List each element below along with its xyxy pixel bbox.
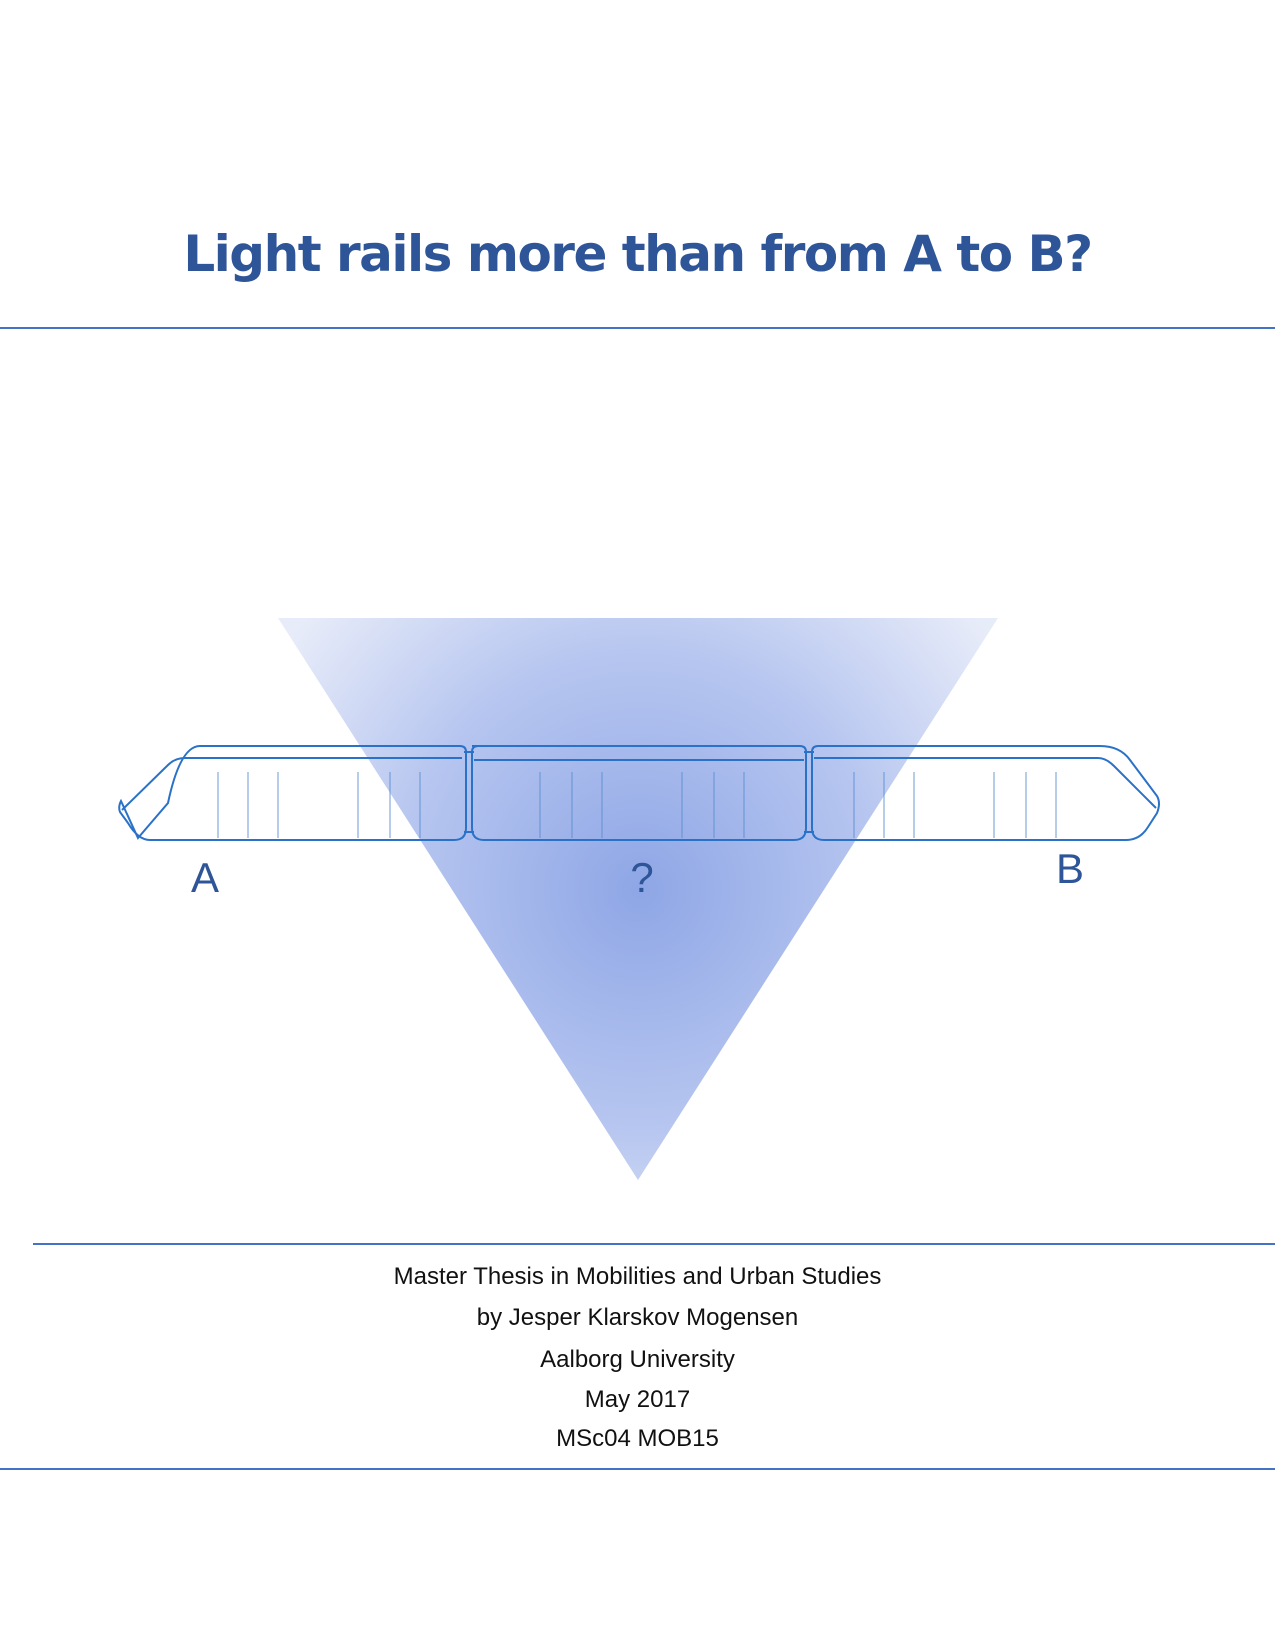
train-windows xyxy=(217,772,1057,838)
train-outline xyxy=(118,745,1160,841)
thesis-author: by Jesper Klarskov Mogensen xyxy=(476,1304,799,1331)
thesis-code: MSc04 MOB15 xyxy=(556,1425,719,1452)
bottom-divider xyxy=(0,1468,1275,1470)
top-divider xyxy=(0,327,1275,329)
light-rail-illustration: A ? B xyxy=(118,618,1160,1180)
label-b: B xyxy=(1056,845,1084,892)
thesis-university: Aalborg University xyxy=(540,1346,735,1373)
label-a: A xyxy=(191,854,219,901)
train-coupler-left xyxy=(464,751,474,833)
middle-divider xyxy=(33,1243,1275,1245)
train-right-car-inner-roof xyxy=(814,757,1157,809)
train-left-car xyxy=(118,745,467,841)
cover-title: Light rails more than from A to B? xyxy=(183,225,1093,283)
train-right-car xyxy=(811,745,1160,841)
train-middle-car xyxy=(471,745,807,841)
thesis-date: May 2017 xyxy=(584,1386,691,1413)
thesis-program: Master Thesis in Mobilities and Urban St… xyxy=(393,1263,882,1290)
train-left-car-inner-roof xyxy=(121,757,462,811)
label-question: ? xyxy=(630,854,653,901)
